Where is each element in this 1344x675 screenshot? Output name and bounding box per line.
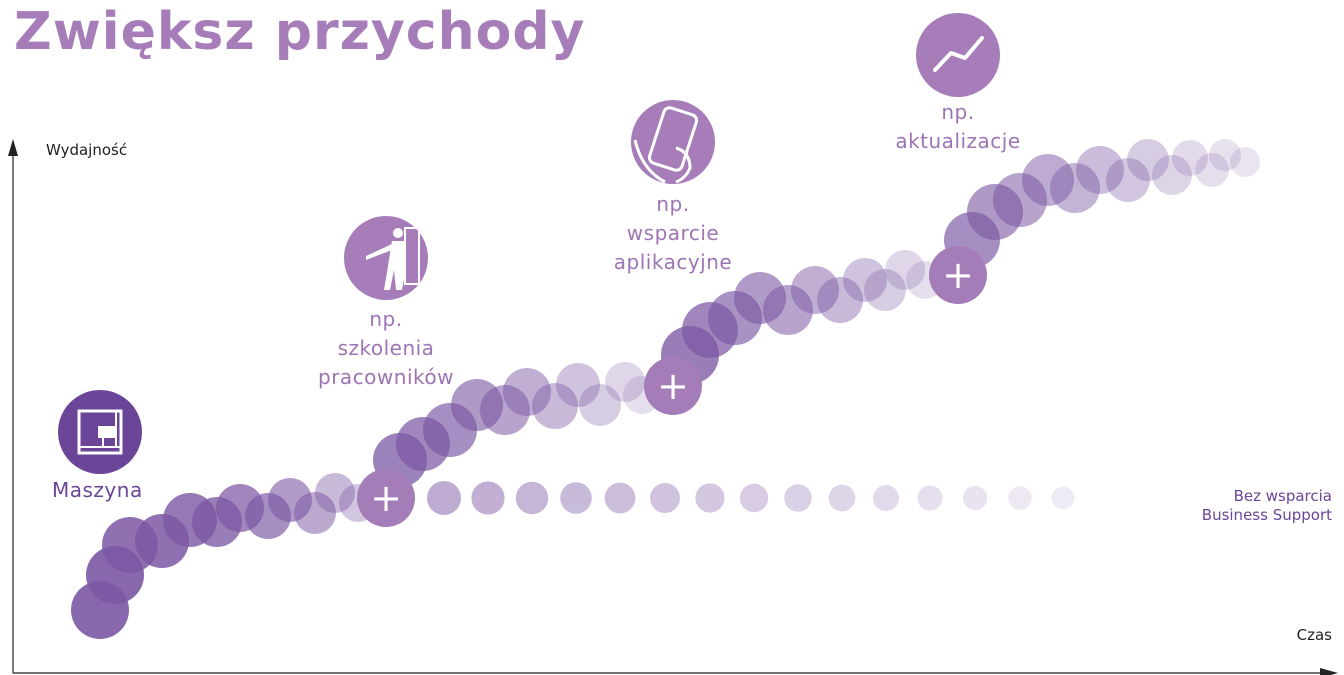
caption-line: np. xyxy=(369,307,403,331)
trail-bubble xyxy=(1172,140,1208,176)
trail-bubble xyxy=(1076,146,1124,194)
plus-markers: + + + xyxy=(357,246,987,527)
caption-line: np. xyxy=(656,192,690,216)
flat-bubble xyxy=(739,483,769,513)
axes xyxy=(8,139,1338,675)
trail-bubble xyxy=(843,258,887,302)
caption-line: szkolenia xyxy=(337,336,435,360)
flat-bubble xyxy=(1008,486,1032,510)
presenter-icon-circle xyxy=(344,216,428,300)
plus-symbol: + xyxy=(657,364,689,408)
trail-bubble xyxy=(1230,147,1260,177)
plus-symbol: + xyxy=(370,476,402,520)
caption-line: np. xyxy=(941,100,975,124)
flat-bubble xyxy=(560,482,592,514)
trail-bubble xyxy=(503,368,551,416)
trail-bubble xyxy=(579,384,621,426)
training-caption: np. szkolenia pracowników xyxy=(318,305,454,392)
flat-bubble xyxy=(828,484,856,512)
flat-bubble xyxy=(427,481,461,515)
no-support-line: Bez wsparcia xyxy=(1233,487,1332,505)
trail-bubble xyxy=(605,362,645,402)
trail-bubble xyxy=(480,385,530,435)
plus-marker-circle xyxy=(357,469,415,527)
updates-caption: np. aktualizacje xyxy=(895,98,1020,156)
flat-bubble xyxy=(917,485,943,511)
flat-bubble xyxy=(784,484,812,512)
caption-line: wsparcie xyxy=(626,221,720,245)
trail-bubble xyxy=(817,277,863,323)
trail-bubble xyxy=(1022,154,1074,206)
flat-bubble xyxy=(604,482,636,514)
plus-marker-app-support: + xyxy=(644,357,702,415)
trail-bubble xyxy=(294,492,336,534)
y-axis-arrow xyxy=(8,139,18,156)
app-support-caption: np. wsparcie aplikacyjne xyxy=(614,190,732,277)
trail-bubble xyxy=(556,363,600,407)
smartphone-hand-icon xyxy=(631,100,715,184)
plus-marker-updates: + xyxy=(929,246,987,304)
plus-symbol: + xyxy=(942,253,974,297)
caption-line: aplikacyjne xyxy=(613,250,733,274)
plus-marker-circle xyxy=(929,246,987,304)
trail-bubble xyxy=(1209,139,1241,171)
machine-icon xyxy=(58,390,142,474)
flat-bubble xyxy=(515,481,549,515)
x-axis-arrow xyxy=(1320,668,1338,675)
trail-bubble xyxy=(791,266,839,314)
trend-line-icon xyxy=(916,13,1000,97)
flat-bubble xyxy=(695,483,725,513)
presenter-icon xyxy=(344,216,428,300)
machine-label: Maszyna xyxy=(52,478,143,502)
smartphone-hand-icon-circle xyxy=(631,100,715,184)
no-support-line: Business Support xyxy=(1201,506,1332,524)
flat-bubble xyxy=(471,481,505,515)
trail-bubble xyxy=(1195,153,1229,187)
trail-bubble xyxy=(1127,139,1169,181)
flat-bubble xyxy=(1051,486,1075,510)
trail-bubble xyxy=(763,285,813,335)
trail-bubble xyxy=(1152,155,1192,195)
trail-bubble xyxy=(864,269,906,311)
trail-bubble xyxy=(885,250,925,290)
no-support-trail xyxy=(427,481,1075,515)
trail-bubble xyxy=(532,383,578,429)
plus-marker-circle xyxy=(644,357,702,415)
no-support-label: Bez wsparcia Business Support xyxy=(1202,487,1332,525)
x-axis-label: Czas xyxy=(1296,626,1332,644)
trail-bubble xyxy=(315,473,355,513)
page-title: Zwiększ przychody xyxy=(14,2,586,62)
growth-trail xyxy=(71,139,1260,639)
trail-bubble xyxy=(1106,158,1150,202)
caption-line: aktualizacje xyxy=(895,129,1021,153)
flat-bubble xyxy=(962,485,988,511)
flat-bubble xyxy=(873,485,899,511)
trail-bubble xyxy=(1050,163,1100,213)
y-axis-label: Wydajność xyxy=(46,141,128,159)
caption-line: pracowników xyxy=(318,365,454,389)
flat-bubble xyxy=(650,483,680,513)
plus-marker-training: + xyxy=(357,469,415,527)
